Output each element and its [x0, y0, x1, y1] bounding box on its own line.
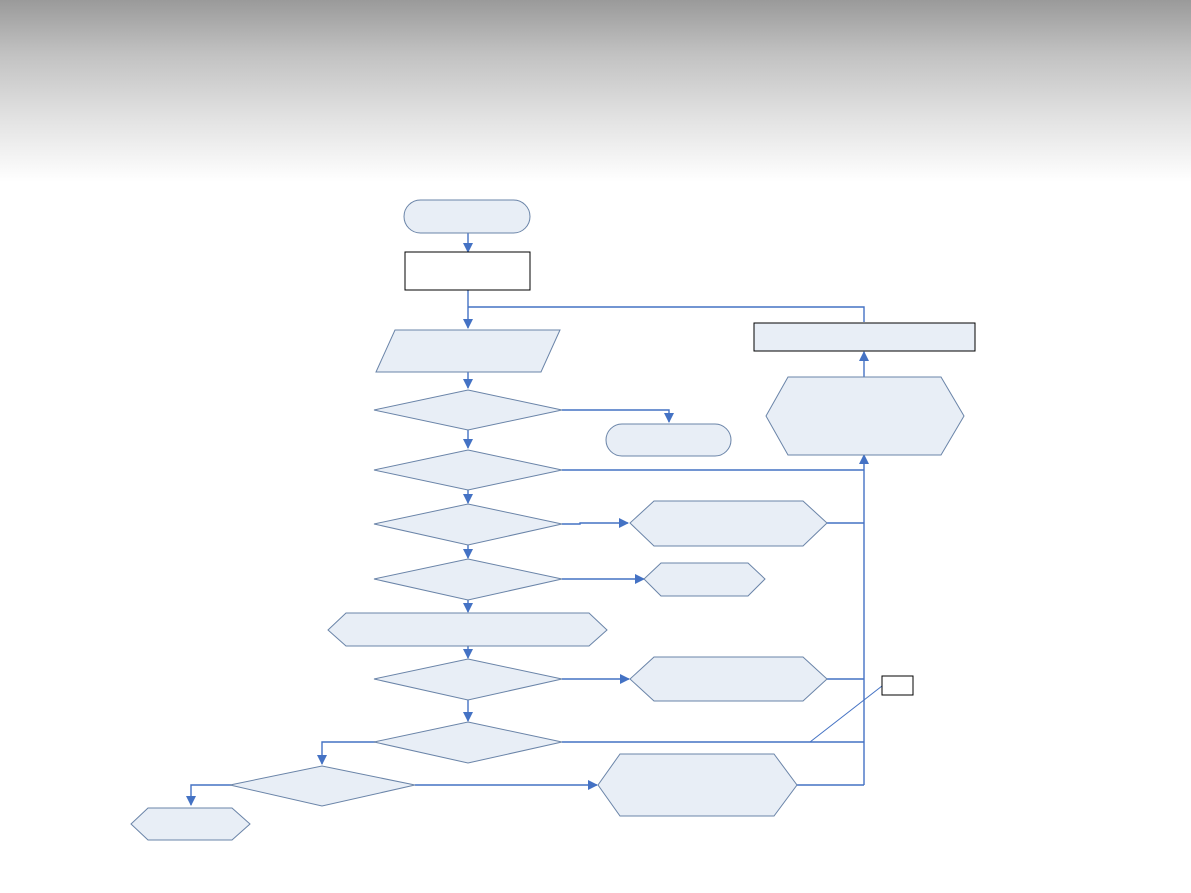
node-decision-2	[373, 449, 563, 491]
callout-box	[881, 675, 914, 696]
header-gradient-band	[0, 0, 1191, 182]
node-process-2	[643, 562, 766, 597]
node-process-4	[597, 753, 798, 817]
node-start	[403, 199, 531, 234]
node-decision-3	[373, 503, 563, 546]
node-decision-4	[373, 558, 563, 601]
node-process-1	[629, 500, 828, 547]
node-decision-5	[373, 658, 563, 701]
edge-decision-6-to-decision-7	[317, 741, 375, 765]
edge-decision-1-to-terminator	[562, 409, 674, 423]
callout-pointer-line	[809, 685, 883, 743]
node-terminator-1	[605, 423, 732, 457]
edge-decision-7-to-end	[186, 784, 231, 806]
node-prep-wide	[327, 612, 608, 647]
edge-decision-3-to-process-1	[562, 518, 629, 528]
node-process-3	[629, 656, 828, 702]
node-decision-7	[229, 765, 416, 807]
node-input	[375, 329, 561, 373]
edge-loop-return	[468, 306, 865, 322]
node-decision-1	[373, 389, 563, 431]
connectors	[186, 233, 883, 806]
node-end-hexagon	[130, 807, 251, 841]
node-process-right	[765, 376, 965, 456]
node-right-box	[753, 322, 976, 352]
node-init-box	[404, 251, 531, 291]
node-decision-6	[373, 721, 563, 764]
